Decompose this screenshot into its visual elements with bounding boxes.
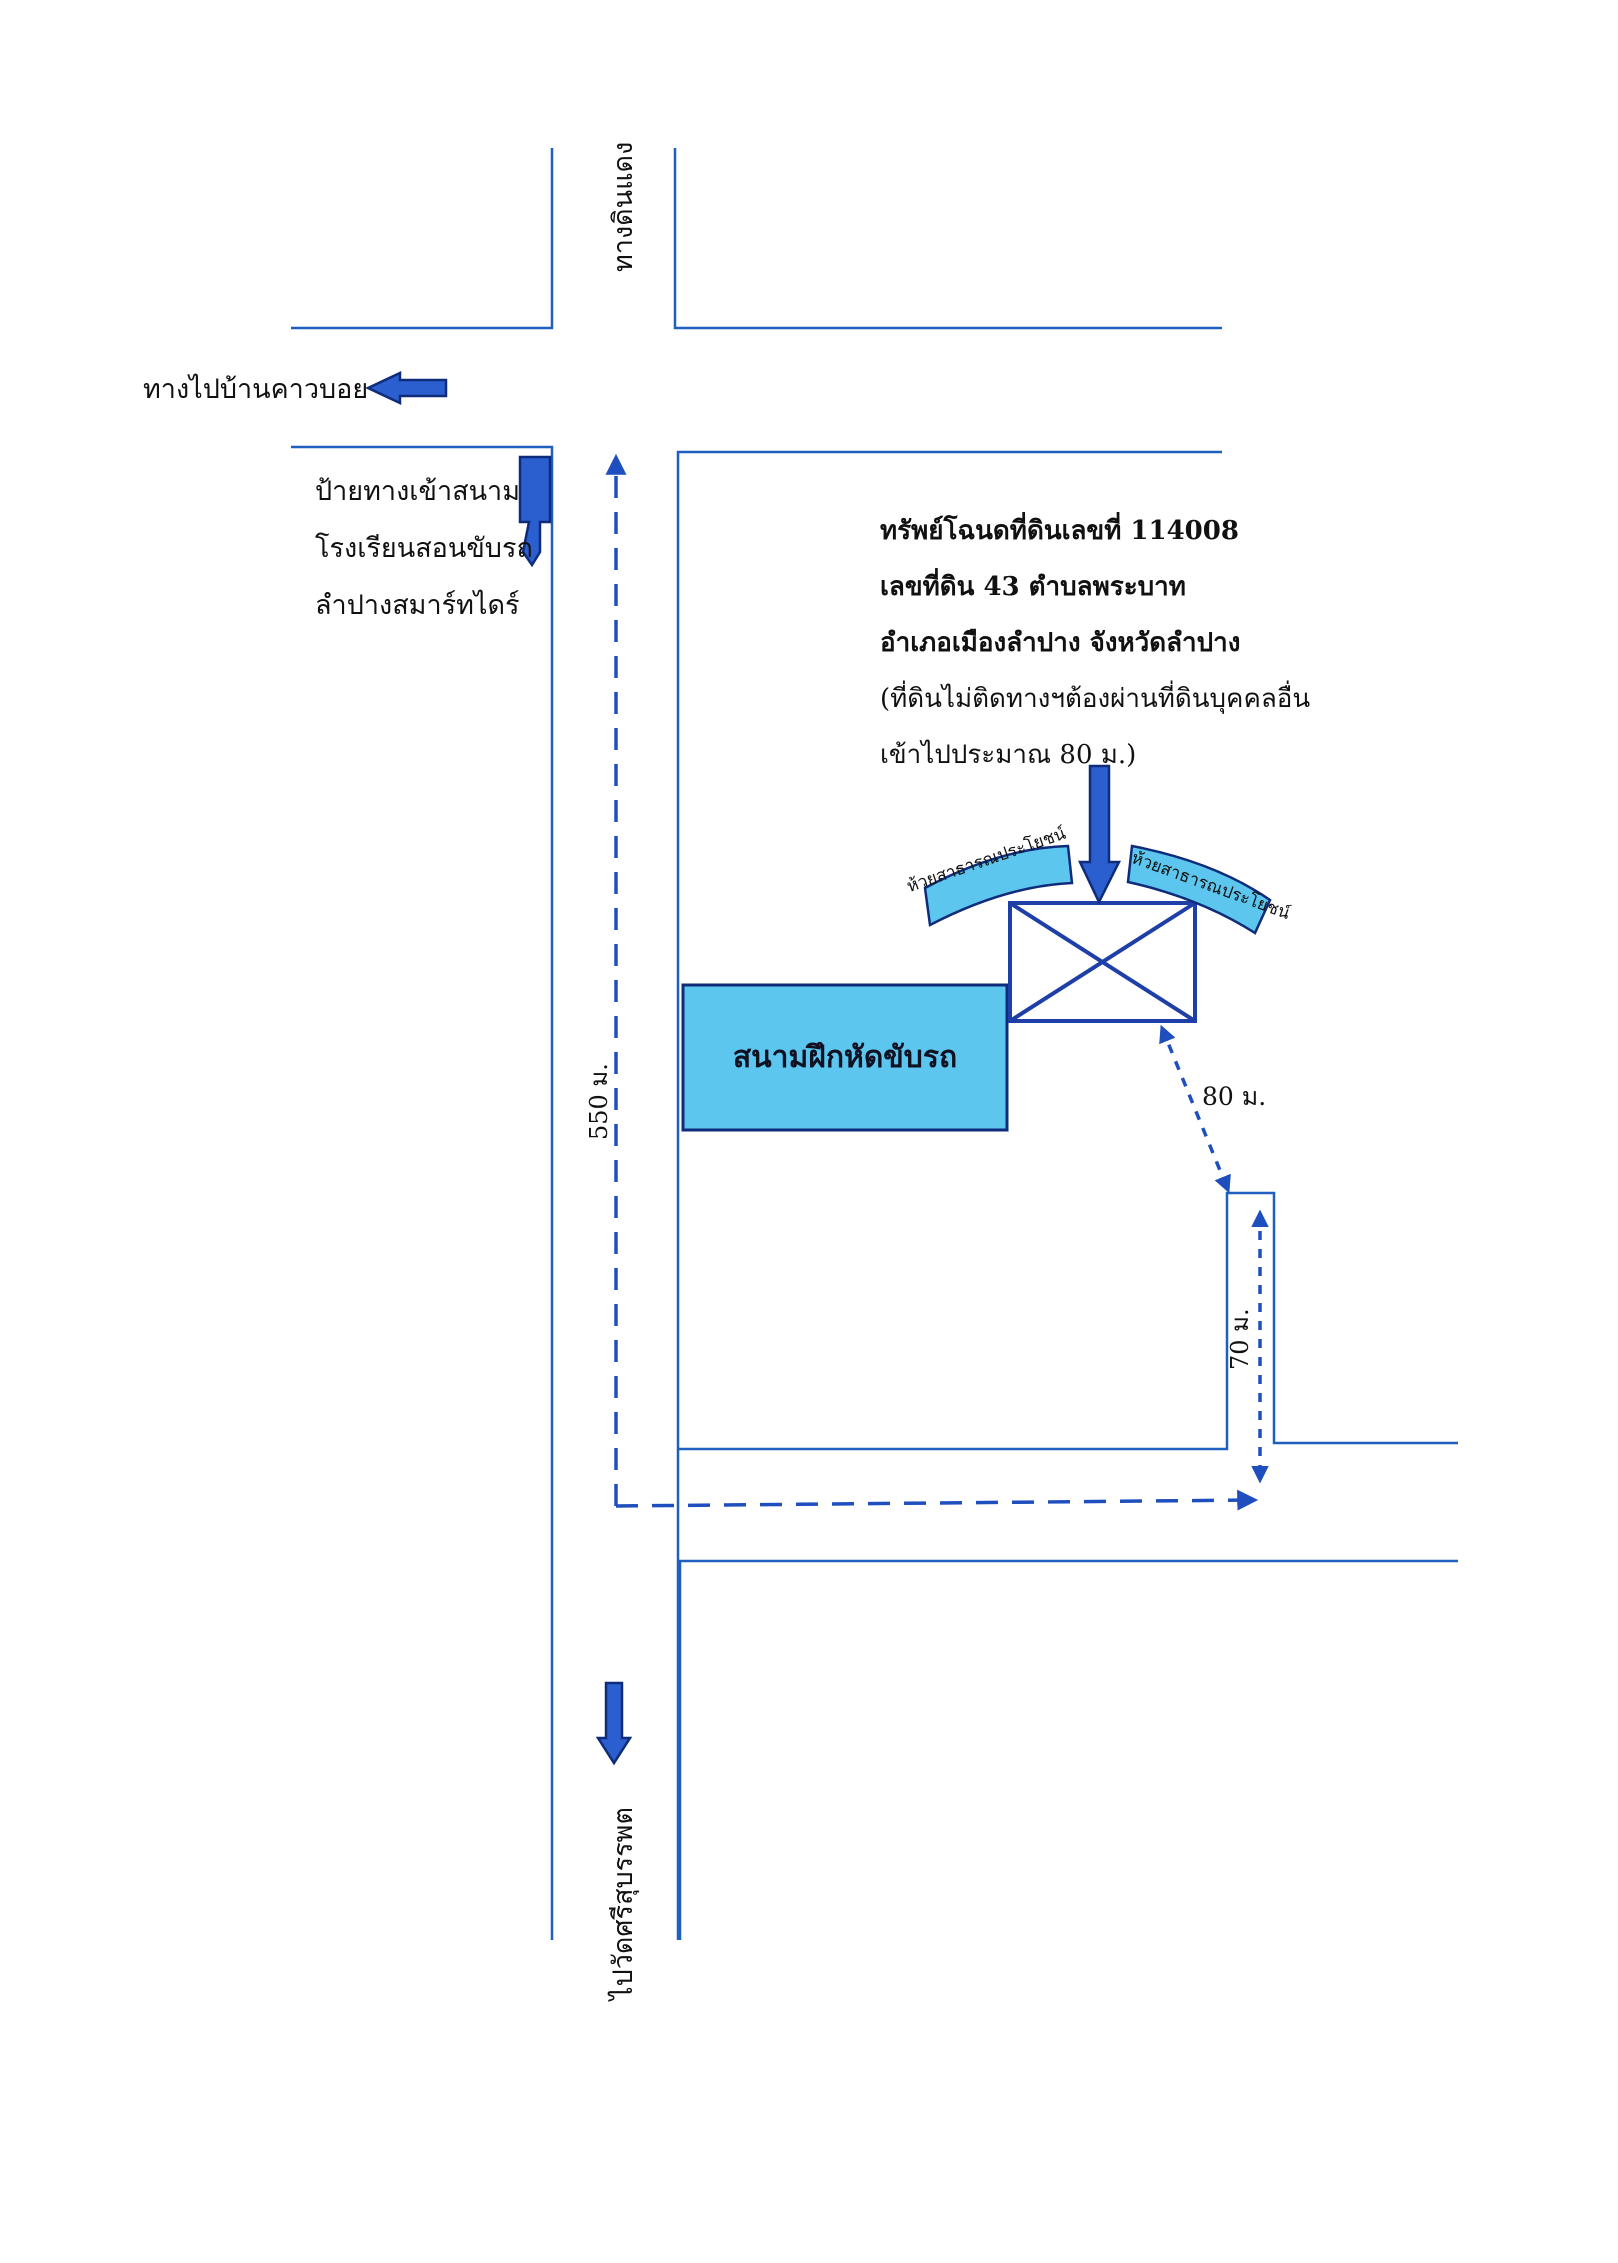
distance-main-label: 550 ม. [585,1063,613,1140]
road-top-label: ทางดินแดง [608,141,639,272]
entrance-sign-line-2: โรงเรียนสอนขับรถ [315,533,533,564]
parcel-marker [1008,901,1197,1023]
route-access-dashed [1159,1024,1231,1194]
parcel-info-line-3: อำเภอเมืองลำปาง จังหวัดลำปาง [880,628,1241,658]
sign-arrow-down-icon [518,455,552,568]
distance-access-label: 80 ม. [1202,1082,1267,1111]
parcel-info-line-5: เข้าไปประมาณ 80 ม.) [880,740,1137,770]
parcel-arrow-down-icon [1078,764,1122,905]
entrance-sign-line-3: ลำปางสมาร์ทไดร์ [315,590,520,621]
arrow-down-bottom-icon [595,1681,633,1766]
creek-right-shape [1126,844,1272,935]
parcel-info-block: ทรัพย์โฉนดที่ดินเลขที่ 114008 เลขที่ดิน … [880,503,1310,783]
arrow-left-icon [365,371,448,405]
parcel-info-line-2: เลขที่ดิน 43 ตำบลพระบาท [880,572,1186,602]
parcel-info-line-1: ทรัพย์โฉนดที่ดินเลขที่ 114008 [880,516,1239,546]
creek-left-shape [923,844,1074,927]
road-bottom-label: ไปวัดศรีสุบรรพต [608,1806,639,2000]
distance-side-label: 70 ม. [1226,1308,1254,1370]
entrance-sign-line-1: ป้ายทางเข้าสนาม [315,476,521,507]
training-field-shape [681,983,1009,1132]
road-network [291,148,1458,1940]
entrance-sign-text: ป้ายทางเข้าสนาม โรงเรียนสอนขับรถ ลำปางสม… [315,463,533,634]
parcel-info-line-4: (ที่ดินไม่ติดทางฯต้องผ่านที่ดินบุคคลอื่น [880,684,1311,714]
route-bottom-dashed [615,1489,1259,1511]
road-left-label: ทางไปบ้านคาวบอย [143,374,369,405]
training-field-label: สนามฝึกหัดขับรถ [732,1040,958,1075]
